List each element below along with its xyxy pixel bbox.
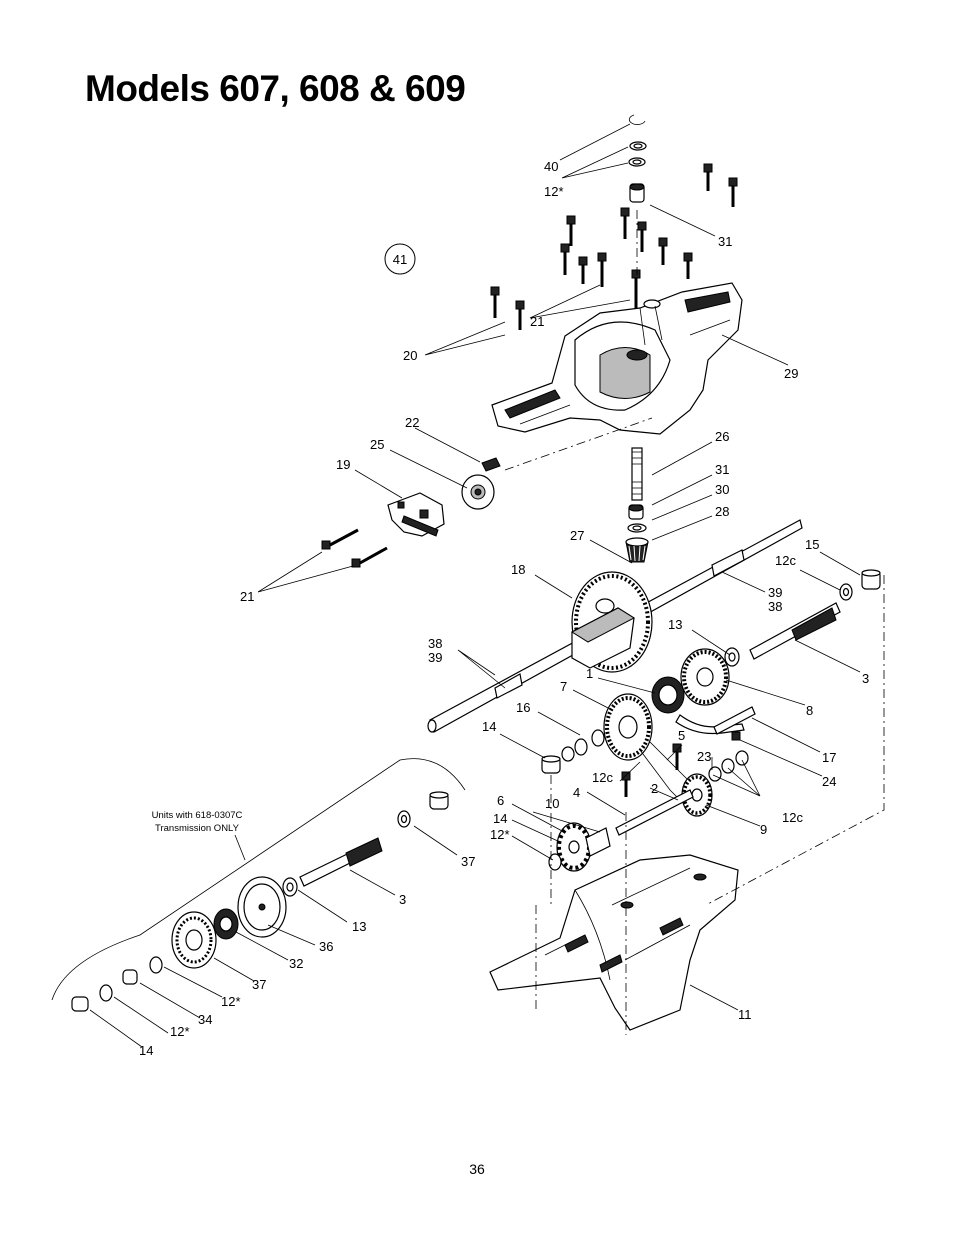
callout-1: 1 <box>586 666 593 681</box>
note-leader <box>234 834 246 861</box>
input-shaft-part <box>631 447 643 501</box>
upper-housing-part <box>491 282 743 435</box>
bushing-part <box>861 569 881 590</box>
callout-12-star: 12* <box>490 827 510 842</box>
callout-8: 8 <box>806 703 813 718</box>
fan-pulley-part <box>171 911 217 969</box>
retaining-ring-part <box>628 114 646 125</box>
callout-30: 30 <box>715 482 729 497</box>
callout-12c: 12c <box>775 553 796 568</box>
callout-21: 21 <box>240 589 254 604</box>
washer-parts <box>628 141 647 167</box>
callout-15: 15 <box>805 537 819 552</box>
brake-key-part <box>481 457 501 472</box>
alt-countershaft-part <box>299 837 383 887</box>
gear-part <box>680 648 730 706</box>
shift-rod-part <box>713 706 756 741</box>
callout-2: 2 <box>651 781 658 796</box>
callout-21: 21 <box>530 314 544 329</box>
countershaft-part <box>749 602 841 660</box>
callout-3: 3 <box>399 892 406 907</box>
brake-disc-part <box>461 474 495 510</box>
gear-part <box>681 773 713 817</box>
callout-14: 14 <box>482 719 496 734</box>
bearing-part <box>628 504 644 520</box>
sprocket-gear-part <box>603 693 691 801</box>
leader-lines <box>89 123 861 1048</box>
callout-11: 11 <box>738 1007 752 1022</box>
transmission-note-line2: Transmission ONLY <box>155 823 240 834</box>
callout-12c: 12c <box>782 810 803 825</box>
callout-23: 23 <box>697 749 711 764</box>
callout-31: 31 <box>715 462 729 477</box>
callout-13: 13 <box>668 617 682 632</box>
washer-parts <box>548 853 562 871</box>
callout-22: 22 <box>405 415 419 430</box>
bushing-part <box>541 755 561 774</box>
transmission-note-line1: Units with 618-0307C <box>152 810 243 821</box>
page-number: 36 <box>469 1161 485 1177</box>
center-lines <box>504 210 885 1035</box>
callout-34: 34 <box>198 1012 212 1027</box>
brake-bracket-part <box>387 492 445 537</box>
sprocket-part <box>556 822 611 872</box>
callout-12c: 12c <box>592 770 613 785</box>
callout-29: 29 <box>784 366 798 381</box>
callout-20: 20 <box>403 348 417 363</box>
callout-26: 26 <box>715 429 729 444</box>
callout-4: 4 <box>573 785 580 800</box>
bolt-parts <box>490 163 738 330</box>
callout-3: 3 <box>862 671 869 686</box>
callout-14: 14 <box>139 1043 153 1058</box>
page-title: Models 607, 608 & 609 <box>85 68 466 109</box>
pulley-part <box>237 876 287 938</box>
callout-25: 25 <box>370 437 384 452</box>
differential-gear-part <box>570 571 653 673</box>
callout-12-star: 12* <box>544 184 564 199</box>
note-bracket <box>51 758 466 1001</box>
callout-28: 28 <box>715 504 729 519</box>
callout-9: 9 <box>760 822 767 837</box>
bevel-gear-part <box>625 537 649 563</box>
callout-38: 38 <box>428 636 442 651</box>
callout-37: 37 <box>252 977 266 992</box>
washer-parts <box>561 729 749 782</box>
callout-13: 13 <box>352 919 366 934</box>
callout-6: 6 <box>497 793 504 808</box>
callout-24: 24 <box>822 774 836 789</box>
washer-parts <box>627 523 647 533</box>
bearing-part <box>629 183 645 203</box>
washer-parts <box>724 583 853 667</box>
callout-37: 37 <box>461 854 475 869</box>
callout-19: 19 <box>336 457 350 472</box>
callout-12-star: 12* <box>221 994 241 1009</box>
brake-bolt-parts <box>321 528 388 568</box>
bolt-parts <box>621 743 682 797</box>
callout-36: 36 <box>319 939 333 954</box>
callout-27: 27 <box>570 528 584 543</box>
callout-32: 32 <box>289 956 303 971</box>
callout-18: 18 <box>511 562 525 577</box>
bushing-part <box>71 791 449 1012</box>
callout-circle-41 <box>384 243 416 275</box>
shaft-part <box>615 789 694 836</box>
washer-parts <box>99 810 411 1002</box>
callout-39: 39 <box>768 585 782 600</box>
callout-5: 5 <box>678 728 685 743</box>
callout-7: 7 <box>560 679 567 694</box>
callout-17: 17 <box>822 750 836 765</box>
callout-12-star: 12* <box>170 1024 190 1039</box>
hub-part <box>213 908 239 940</box>
callout-41: 41 <box>393 252 407 267</box>
callout-14: 14 <box>493 811 507 826</box>
lower-housing-part <box>489 854 739 1031</box>
callout-31: 31 <box>718 234 732 249</box>
callout-16: 16 <box>516 700 530 715</box>
callout-38: 38 <box>768 599 782 614</box>
callout-10: 10 <box>545 796 559 811</box>
callout-39: 39 <box>428 650 442 665</box>
callout-40: 40 <box>544 159 558 174</box>
